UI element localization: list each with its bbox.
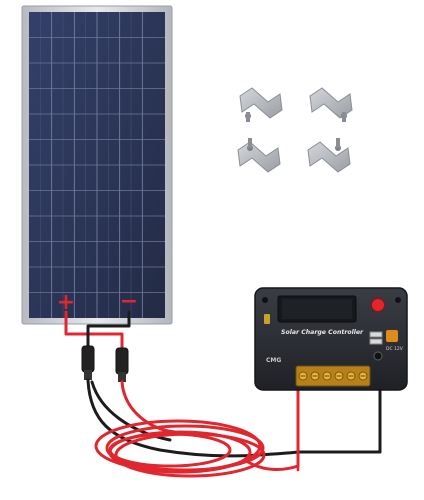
- panel-black-lead: [86, 310, 131, 350]
- black-cable-coil: [86, 378, 382, 458]
- z-bracket: [307, 138, 351, 173]
- mc4-connector-black: [81, 345, 95, 380]
- charge-controller: Solar Charge Controller DC 12V CMG: [254, 287, 408, 391]
- power-button[interactable]: [371, 298, 385, 312]
- z-bracket: [309, 87, 353, 122]
- usb-port-icon: [369, 338, 383, 345]
- voltage-label: DC 12V: [386, 346, 404, 352]
- mounting-brackets: [237, 87, 353, 173]
- indicator-led-icon: [264, 314, 270, 324]
- brand-label: CMG: [266, 357, 281, 364]
- panel-negative-mark: −: [120, 289, 138, 314]
- z-bracket: [239, 87, 283, 122]
- panel-red-lead: [64, 310, 124, 352]
- controller-label: Solar Charge Controller: [281, 328, 364, 336]
- panel-cell-grid: [29, 12, 165, 318]
- mounting-hole: [262, 297, 268, 303]
- z-bracket: [237, 138, 281, 173]
- lcd-glass: [282, 299, 352, 319]
- solar-panel: + −: [21, 5, 173, 325]
- panel-positive-mark: +: [57, 290, 75, 315]
- mounting-hole: [395, 297, 401, 303]
- usb-port-icon: [369, 331, 383, 338]
- warning-badge-icon: [386, 330, 398, 342]
- cables: [64, 310, 382, 478]
- dc-jack-icon: [373, 351, 383, 361]
- terminal-block: [295, 365, 371, 387]
- red-cable-coil: [94, 380, 300, 478]
- terminal-screws: [298, 371, 368, 381]
- mc4-connector-red: [115, 347, 129, 382]
